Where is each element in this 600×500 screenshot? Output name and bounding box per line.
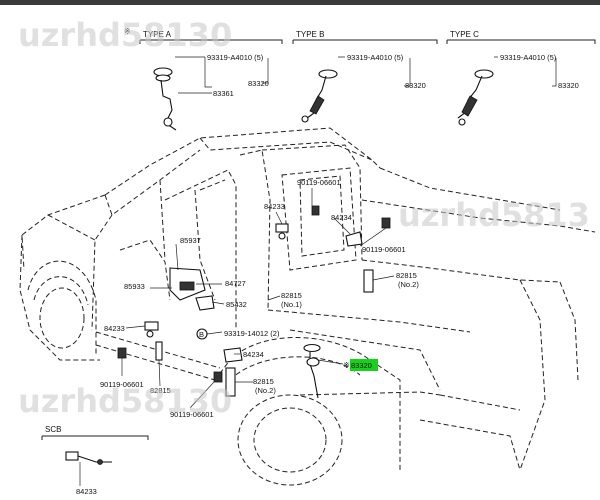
label-no2-lower: (No.2) (255, 386, 276, 395)
type-c-bolt-label: 93319-A4010 (5) (500, 53, 557, 62)
type-a-part-83320: 83320 (248, 79, 269, 88)
label-93319-14012: 93319-14012 (2) (224, 329, 280, 338)
label-85933: 85933 (124, 282, 145, 291)
label-no2-right: (No.2) (398, 280, 419, 289)
label-82815-no2-lower: 82815 (253, 377, 274, 386)
header-type-a: ※ TYPE A (124, 27, 283, 44)
top-bar (0, 0, 600, 5)
label-84233-left: 84233 (104, 324, 125, 333)
label-84234-lower: 84234 (243, 350, 264, 359)
watermark-bottom: uzrhd58130 (18, 382, 232, 420)
watermark-right: uzrhd5813 (398, 196, 590, 234)
scb-part-84233: 84233 (76, 487, 97, 496)
type-c-part-83320: 83320 (558, 81, 579, 90)
label-82815-lower: 82815 (150, 386, 171, 395)
main-labels: 90119-06601 84233 84234 90119-06601 8281… (100, 178, 419, 419)
type-b-assembly: 93319-A4010 (5) 83320 (301, 53, 426, 123)
interior-parts (117, 205, 391, 399)
label-82815-no2-right: 82815 (396, 271, 417, 280)
label-82815-no1: 82815 (281, 291, 302, 300)
type-a-title: TYPE A (143, 30, 172, 39)
label-84233-top: 84233 (264, 202, 285, 211)
watermarks: uzrhd58130 uzrhd58130 uzrhd5813 (18, 16, 590, 420)
leader-lines (121, 188, 395, 409)
type-c-assembly: 93319-A4010 (5) 83320 (457, 53, 579, 126)
type-c-title: TYPE C (450, 30, 479, 39)
label-85432: 85432 (226, 300, 247, 309)
highlight-part-label: 83320 (351, 361, 372, 370)
type-b-part-83320: 83320 (405, 81, 426, 90)
label-85937: 85937 (180, 236, 201, 245)
header-type-c: TYPE C (446, 30, 596, 44)
note-mark: ※ (124, 27, 131, 36)
type-a-bolt-label: 93319-A4010 (5) (207, 53, 264, 62)
label-90119-06601-top: 90119-06601 (297, 178, 341, 187)
highlight-83320[interactable]: 83320 (350, 359, 378, 371)
watermark-top: uzrhd58130 (18, 16, 232, 54)
circle-b-label: B (199, 330, 204, 339)
label-no1: (No.1) (281, 300, 302, 309)
label-90119-06601-right: 90119-06601 (362, 245, 406, 254)
label-90119-06601-bottom: 90119-06601 (170, 410, 214, 419)
highlight-box (350, 359, 378, 371)
header-type-b: TYPE B (292, 30, 438, 44)
type-b-title: TYPE B (296, 30, 324, 39)
label-84234-right: 84234 (331, 213, 352, 222)
type-a-part-83361: 83361 (213, 89, 234, 98)
type-a-assembly: 93319-A4010 (5) 83320 83361 (153, 53, 269, 131)
label-84727: 84727 (225, 279, 246, 288)
scb-title: SCB (45, 425, 61, 434)
scb-inset: SCB 84233 (41, 425, 149, 496)
note-mark-main: ※ (343, 361, 350, 370)
type-b-bolt-label: 93319-A4010 (5) (347, 53, 404, 62)
label-90119-06601-left: 90119-06601 (100, 380, 144, 389)
